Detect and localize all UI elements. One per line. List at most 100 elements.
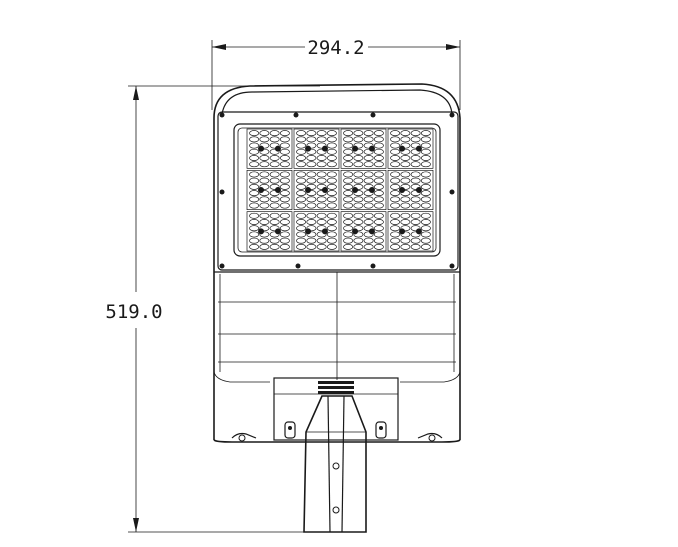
- led-lens: [373, 212, 384, 219]
- led-lens: [296, 219, 307, 225]
- led-lens: [326, 130, 337, 137]
- led-lens: [306, 155, 317, 161]
- led-lens: [390, 237, 401, 244]
- led-module-grid: [246, 128, 434, 252]
- led-lens: [296, 231, 307, 238]
- led-lens: [420, 196, 431, 203]
- led-lens: [259, 196, 270, 203]
- screw-icon: [219, 263, 225, 269]
- screw-icon: [293, 112, 299, 118]
- led-lens: [306, 243, 317, 250]
- led-lens: [353, 183, 364, 190]
- led-lens: [343, 190, 354, 197]
- led-lens: [259, 231, 270, 238]
- led-lens: [326, 142, 337, 149]
- led-lens: [279, 231, 290, 238]
- led-lens: [269, 225, 280, 232]
- led-lens: [373, 237, 384, 244]
- led-lens: [249, 183, 260, 190]
- led-lens: [410, 231, 421, 238]
- led-module: [387, 169, 434, 211]
- led-module: [340, 211, 387, 252]
- led-lens: [373, 190, 384, 197]
- led-lens: [390, 202, 401, 209]
- led-lens: [269, 177, 280, 184]
- led-lens: [363, 136, 374, 143]
- led-lens: [373, 225, 384, 232]
- led-lens: [316, 136, 327, 143]
- led-lens: [353, 148, 364, 155]
- led-module: [340, 128, 387, 169]
- led-lens: [373, 130, 384, 137]
- led-lens: [420, 161, 431, 168]
- led-module: [293, 211, 340, 252]
- led-lens: [279, 225, 290, 232]
- led-lens: [353, 219, 364, 225]
- led-lens: [326, 212, 337, 219]
- led-lens: [279, 196, 290, 203]
- led-lens: [410, 190, 421, 197]
- led-lens: [279, 130, 290, 137]
- led-lens: [373, 243, 384, 250]
- led-lens: [373, 196, 384, 203]
- led-lens: [373, 155, 384, 161]
- led-lens: [410, 142, 421, 149]
- led-lens: [279, 243, 290, 250]
- led-dot: [399, 145, 406, 152]
- led-lens: [343, 212, 354, 219]
- led-lens: [343, 161, 354, 168]
- led-dot: [305, 228, 312, 235]
- led-lens: [306, 161, 317, 168]
- led-lens: [326, 155, 337, 161]
- height-dimension-label: 519.0: [105, 301, 162, 323]
- led-lens: [326, 190, 337, 197]
- led-lens: [390, 130, 401, 137]
- led-lens: [316, 196, 327, 203]
- led-lens: [279, 183, 290, 190]
- led-dot: [368, 187, 375, 193]
- led-lens: [390, 219, 401, 225]
- led-lens: [353, 231, 364, 238]
- led-lens: [279, 237, 290, 244]
- led-lens: [363, 231, 374, 238]
- led-lens: [296, 243, 307, 250]
- led-module: [387, 211, 434, 252]
- led-lens: [343, 237, 354, 244]
- led-lens: [279, 171, 290, 178]
- led-dot: [258, 145, 265, 152]
- led-lens: [249, 130, 260, 137]
- led-lens: [326, 231, 337, 238]
- led-lens: [249, 148, 260, 155]
- led-lens: [326, 202, 337, 209]
- led-lens: [316, 231, 327, 238]
- led-lens: [390, 171, 401, 178]
- led-lens: [400, 212, 411, 219]
- led-lens: [326, 225, 337, 232]
- led-lens: [343, 243, 354, 250]
- led-lens: [343, 148, 354, 155]
- led-lens: [259, 177, 270, 184]
- led-lens: [353, 190, 364, 197]
- led-lens: [363, 130, 374, 137]
- led-lens: [420, 155, 431, 161]
- led-lens: [390, 196, 401, 203]
- led-lens: [326, 171, 337, 178]
- led-lens: [269, 243, 280, 250]
- led-dot: [321, 187, 328, 193]
- led-lens: [259, 225, 270, 232]
- led-lens: [363, 183, 374, 190]
- led-lens: [259, 155, 270, 161]
- width-arrow-right: [446, 44, 460, 50]
- led-dot: [415, 187, 422, 193]
- led-lens: [249, 177, 260, 184]
- led-lens: [353, 136, 364, 143]
- led-lens: [390, 225, 401, 232]
- led-lens: [420, 219, 431, 225]
- led-lens: [343, 155, 354, 161]
- led-lens: [296, 237, 307, 244]
- led-lens: [390, 212, 401, 219]
- led-lens: [420, 190, 431, 197]
- led-lens: [390, 231, 401, 238]
- led-dot: [399, 228, 406, 235]
- led-lens: [326, 196, 337, 203]
